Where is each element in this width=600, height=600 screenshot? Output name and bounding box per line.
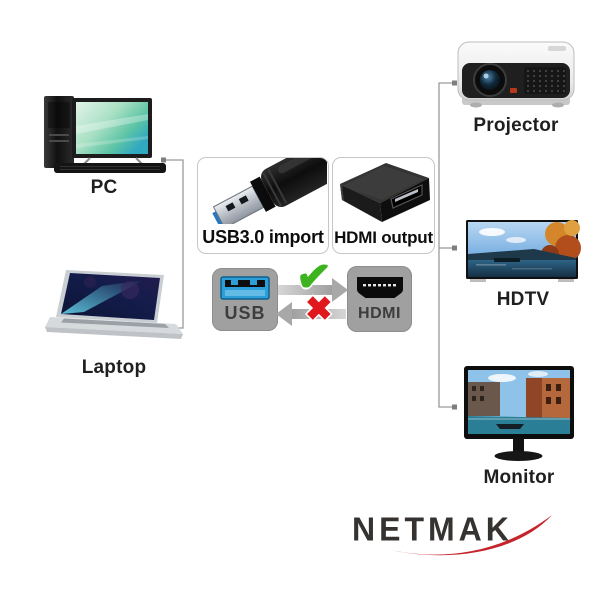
usb-plug-photo	[212, 158, 327, 224]
device-pc: PC	[38, 92, 170, 199]
direction-arrows	[276, 278, 348, 326]
desktop-pc-icon	[44, 96, 166, 173]
hdmi-port-icon	[356, 277, 403, 298]
cross-icon: ✖	[305, 290, 333, 327]
usb-tile: USB	[212, 268, 278, 331]
hdmi-adapter-photo	[340, 163, 430, 222]
hdtv-icon	[466, 220, 581, 282]
pc-label: PC	[90, 177, 118, 198]
forward-arrow-icon	[278, 278, 348, 302]
hdmi-output-caption: HDMI output	[334, 228, 433, 247]
usb-import-caption: USB3.0 import	[202, 227, 324, 247]
usb-tile-label: USB	[224, 302, 266, 323]
usb-import-photo-box: USB3.0 import	[197, 157, 329, 254]
device-monitor: Monitor	[462, 364, 576, 489]
backward-arrow-icon	[276, 302, 346, 326]
hdtv-label: HDTV	[496, 289, 550, 310]
laptop-icon	[45, 270, 183, 339]
monitor-icon	[464, 366, 574, 461]
device-hdtv: HDTV	[464, 218, 582, 311]
hdmi-output-photo-box: HDMI output	[332, 157, 435, 254]
hdmi-tile-label: HDMI	[358, 305, 401, 322]
projector-icon	[457, 41, 575, 108]
usb-port-icon	[220, 275, 270, 300]
hdmi-tile: HDMI	[347, 266, 412, 332]
monitor-label: Monitor	[483, 467, 555, 488]
brand-wordmark: NETMAK	[352, 510, 513, 548]
laptop-label: Laptop	[81, 357, 147, 378]
swoosh-icon	[386, 515, 552, 556]
device-laptop: Laptop	[44, 268, 184, 379]
brand-logo: NETMAK	[346, 503, 561, 567]
projector-label: Projector	[473, 115, 559, 136]
device-projector: Projector	[452, 36, 580, 137]
